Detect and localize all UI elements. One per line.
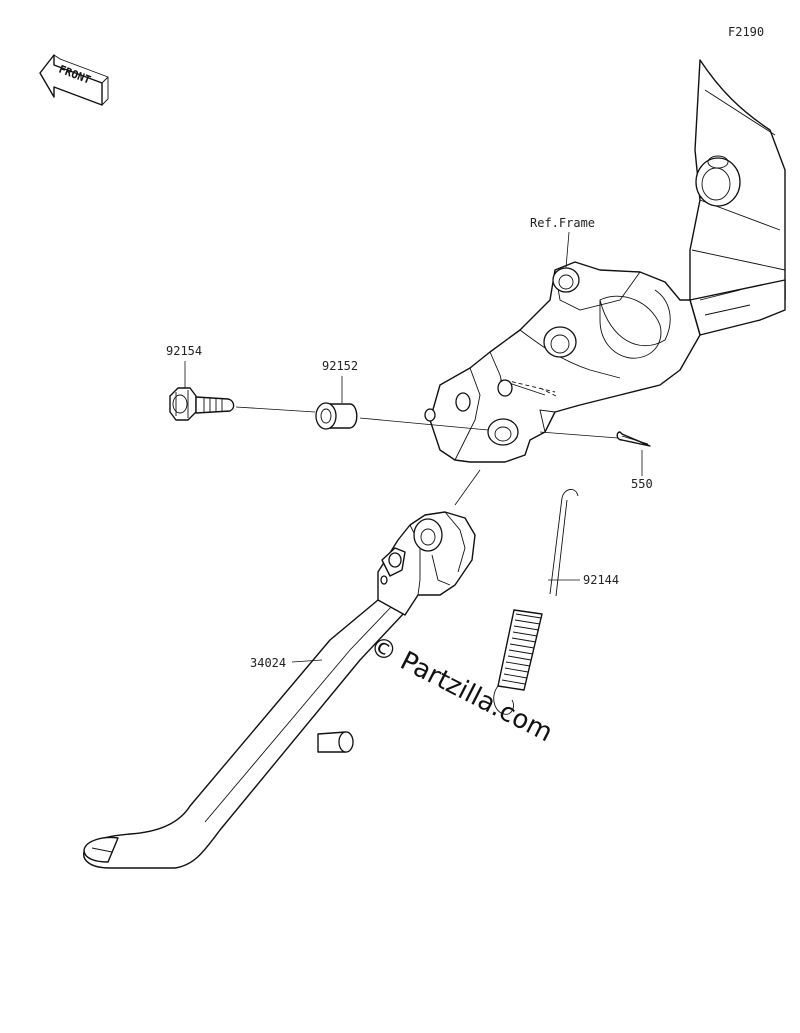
collar-92152 [315, 402, 358, 430]
bolt-92154 [169, 387, 235, 421]
part-label-92154: 92154 [166, 344, 202, 358]
spring-92144 [493, 489, 579, 715]
frame-assembly [424, 59, 786, 463]
part-label-550: 550 [631, 477, 653, 491]
ref-frame-leader [565, 231, 570, 269]
figure-code: F2190 [728, 25, 764, 39]
part-label-92152: 92152 [322, 359, 358, 373]
part-label-34024: 34024 [250, 656, 286, 670]
part-label-92144: 92144 [583, 573, 619, 587]
front-arrow-icon: FRONT [39, 54, 109, 106]
ref-frame-label: Ref.Frame [530, 216, 595, 230]
side-stand-34024 [83, 511, 476, 869]
cotter-pin-550 [616, 431, 651, 447]
